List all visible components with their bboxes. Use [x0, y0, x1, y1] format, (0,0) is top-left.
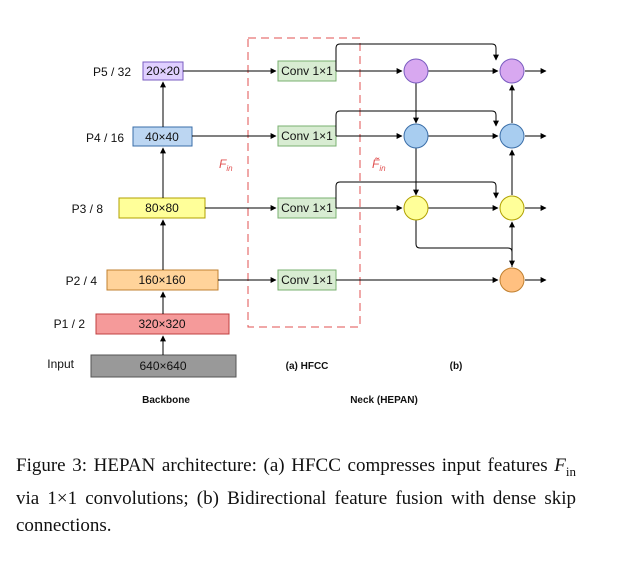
node-topdown-p5 [403, 58, 429, 84]
node-output-p4 [499, 123, 525, 149]
conv-label-p5: Conv 1×1 [281, 64, 333, 78]
fin-tilde-label: F̃in [372, 156, 386, 173]
level-label-p5: P5 / 32 [93, 65, 131, 79]
figure-caption: Figure 3: HEPAN architecture: (a) HFCC c… [16, 452, 576, 539]
topdown-p3-p2 [415, 220, 515, 267]
caption-variable: F [554, 455, 566, 476]
node-output-p3 [499, 195, 525, 221]
hfcc-dashed-region [247, 37, 361, 328]
backbone-size-p1: 320×320 [138, 317, 185, 331]
backbone-size-p3: 80×80 [145, 201, 179, 215]
level-label-p3: P3 / 8 [72, 202, 104, 216]
backbone-size-p5: 20×20 [146, 64, 180, 78]
hepan-diagram: P5 / 32 P4 / 16 P3 / 8 P2 / 4 P1 / 2 Inp… [47, 37, 547, 406]
backbone-size-p2: 160×160 [138, 273, 185, 287]
neck-subtitle: (b) [450, 361, 463, 372]
neck-title: Neck (HEPAN) [350, 395, 418, 406]
node-topdown-p3 [403, 195, 429, 221]
caption-variable-sub: in [565, 463, 576, 479]
conv-label-p3: Conv 1×1 [281, 201, 333, 215]
fin-label: Fin [219, 157, 233, 173]
backbone-title: Backbone [142, 395, 190, 406]
backbone-size-p4: 40×40 [145, 130, 179, 144]
caption-suffix: via 1×1 convolutions; (b) Bidirectional … [16, 487, 576, 536]
skip-connection-p5 [335, 43, 499, 71]
conv-label-p4: Conv 1×1 [281, 129, 333, 143]
level-label-p1: P1 / 2 [54, 317, 86, 331]
node-output-p5 [499, 58, 525, 84]
node-output-p2 [499, 267, 525, 293]
conv-label-p2: Conv 1×1 [281, 273, 333, 287]
backbone-size-input: 640×640 [139, 359, 186, 373]
hfcc-subtitle: (a) HFCC [286, 361, 329, 372]
level-label-p4: P4 / 16 [86, 131, 124, 145]
caption-prefix: Figure 3: HEPAN architecture: (a) HFCC c… [16, 455, 555, 476]
node-topdown-p4 [403, 123, 429, 149]
level-label-input: Input [47, 357, 74, 371]
level-label-p2: P2 / 4 [66, 274, 98, 288]
